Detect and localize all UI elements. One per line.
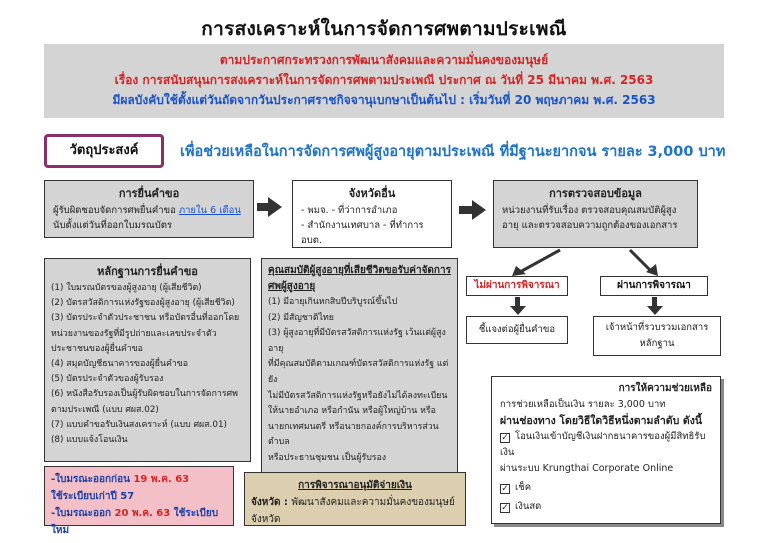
header-line-1: ตามประกาศกระทรวงการพัฒนาสังคมและความมั่น… bbox=[219, 53, 549, 67]
fail-note: ชี้แจงต่อผู้ยื่นคำขอ bbox=[466, 316, 568, 344]
header-line-2: เรื่อง การสนับสนุนการสงเคราะห์ในการจัดกา… bbox=[114, 73, 654, 87]
evidence-item: (4) สมุดบัญชีธนาคารของผู้ยื่นคำขอ bbox=[51, 359, 189, 370]
evidence-box: หลักฐานการยื่นคำขอ (1) ใบมรณบัตรของผู้สู… bbox=[44, 258, 251, 462]
option-transfer-detail: ผ่านระบบ Krungthai Corporate Online bbox=[500, 463, 674, 474]
qualification-item: ให้นายอำเภอ หรือกำนัน หรือผู้ใหญ่บ้าน หร… bbox=[268, 406, 436, 417]
checkbox-checked-icon: ✓ bbox=[500, 503, 510, 513]
arrow-head-icon bbox=[512, 266, 526, 276]
qualification-item: ไม่มีบัตรสวัสดิการแห่งรัฐหรือยังไม่ได้ลง… bbox=[268, 390, 448, 401]
arrow-right-icon bbox=[472, 200, 486, 220]
deadline-text: ใช้ระเบียบใหม่ bbox=[51, 508, 219, 536]
qualification-item: (3) ผู้สูงอายุที่มีบัตรสวัสดิการแห่งรัฐ … bbox=[268, 328, 446, 354]
evidence-item: (5) บัตรประจำตัวของผู้รับรอง bbox=[51, 374, 164, 385]
objective-label: วัตถุประสงค์ bbox=[44, 134, 164, 168]
qualification-box: คุณสมบัติผู้สูงอายุที่เสียชีวิตขอรับค่าจ… bbox=[261, 258, 458, 474]
deadline-text: -ใบมรณะออก bbox=[51, 508, 115, 519]
option-cash-text: เงินสด bbox=[515, 501, 542, 512]
evidence-item: (8) แบบแจ้งโอนเงิน bbox=[51, 435, 128, 446]
evidence-item: หน่วยงานของรัฐที่มีรูปถ่ายและเลขประจำตัว bbox=[51, 328, 217, 339]
province-item-2: - สำนักงานเทศบาล - ที่ทำการ อบต. bbox=[301, 220, 424, 246]
down-arrow-icon bbox=[510, 297, 526, 315]
verify-body: หน่วยงานที่รับเรื่อง ตรวจสอบคุณสมบัติผู้… bbox=[502, 205, 678, 231]
verify-heading: การตรวจสอบข้อมูล bbox=[549, 187, 642, 200]
branch-arrows bbox=[512, 248, 658, 276]
assistance-box: การให้ความช่วยเหลือ การช่วยเหลือเป็นเงิน… bbox=[491, 376, 721, 524]
qualification-item: (2) มีสัญชาติไทย bbox=[268, 312, 334, 323]
qualification-item: ที่มีคุณสมบัติตามเกณฑ์บัตรสวัสดิการแห่งร… bbox=[268, 359, 449, 385]
option-cheque-text: เช็ค bbox=[515, 482, 532, 493]
pass-status-box: ผ่านการพิจารณา bbox=[600, 276, 708, 296]
approval-label: จังหวัด : bbox=[251, 497, 292, 508]
checkbox-checked-icon: ✓ bbox=[500, 484, 510, 494]
deadline-box: -ใบมรณะออกก่อน 19 พ.ค. 63 ใช้ระเบียบเก่า… bbox=[44, 466, 234, 536]
evidence-item: ประชาชนของผู้ยื่นคำขอ bbox=[51, 343, 143, 354]
arrow-head-icon bbox=[646, 264, 658, 276]
evidence-item: (3) บัตรประจำตัวประชาชน หรือบัตรอื่นที่อ… bbox=[51, 313, 240, 324]
evidence-item: (7) แบบคำขอรับเงินสงเคราะห์ (แบบ ศผส.01) bbox=[51, 419, 227, 430]
approval-heading: การพิจารณาอนุมัติจ่ายเงิน bbox=[298, 480, 412, 491]
option-cheque: ✓ เช็ค bbox=[500, 480, 712, 496]
arrow-stem bbox=[257, 203, 269, 211]
checkbox-checked-icon: ✓ bbox=[500, 433, 510, 443]
qualification-item: นายกเทศมนตรี หรือนายกองค์การบริหารส่วนตำ… bbox=[268, 421, 439, 448]
evidence-item: ตามประเพณี (แบบ ศผส.02) bbox=[51, 404, 159, 415]
deadline-date: 20 พ.ค. 63 bbox=[114, 508, 171, 519]
apply-box: การยื่นคำขอ ผู้รับผิดชอบจัดการศพยื่นคำขอ… bbox=[44, 180, 254, 238]
branch-arrow-pass bbox=[628, 248, 654, 274]
apply-body: ผู้รับผิดชอบจัดการศพยื่นคำขอ ภายใน 6 เดื… bbox=[53, 203, 245, 233]
evidence-heading: หลักฐานการยื่นคำขอ bbox=[97, 265, 198, 278]
assistance-channels: ผ่านช่องทาง โดยวิธีใดวิธีหนึ่งตามลำดับ ด… bbox=[500, 415, 703, 427]
approval-box: การพิจารณาอนุมัติจ่ายเงิน จังหวัด : พัฒน… bbox=[244, 472, 466, 526]
arrow-right-icon bbox=[268, 197, 282, 217]
deadline-line-3: -ใบมรณะออก 20 พ.ค. 63 ใช้ระเบียบใหม่ bbox=[51, 505, 227, 539]
fail-status-box: ไม่ผ่านการพิจารณา bbox=[466, 276, 568, 296]
deadline-text: -ใบมรณะออกก่อน bbox=[51, 474, 134, 485]
province-box: จังหวัดอื่น - พมจ. - ที่ว่าการอำเภอ - สำ… bbox=[292, 180, 452, 248]
apply-body-text-2: นับตั้งแต่วันที่ออกใบมรณบัตร bbox=[53, 220, 173, 231]
pass-note: เจ้าหน้าที่รวบรวมเอกสาร หลักฐาน bbox=[593, 316, 721, 356]
province-item-1: - พมจ. - ที่ว่าการอำเภอ bbox=[301, 205, 398, 216]
evidence-item: (6) หนังสือรับรองเป็นผู้รับผิดชอบในการจั… bbox=[51, 389, 238, 400]
verify-box: การตรวจสอบข้อมูล หน่วยงานที่รับเรื่อง ตร… bbox=[493, 180, 698, 248]
page-title: การสงเคราะห์ในการจัดการศพตามประเพณี bbox=[201, 18, 567, 40]
apply-deadline-link[interactable]: ภายใน 6 เดือน bbox=[178, 205, 241, 216]
qualification-item: หรือประธานชุมชน เป็นผู้รับรอง bbox=[268, 452, 387, 463]
qualification-heading: คุณสมบัติผู้สูงอายุที่เสียชีวิตขอรับค่าจ… bbox=[268, 265, 451, 292]
option-cash: ✓ เงินสด bbox=[500, 499, 712, 515]
apply-heading: การยื่นคำขอ bbox=[118, 187, 180, 200]
option-transfer-text: โอนเงินเข้าบัญชีเงินฝากธนาคารของผู้มีสิท… bbox=[500, 431, 706, 458]
province-heading: จังหวัดอื่น bbox=[348, 187, 396, 200]
evidence-item: (1) ใบมรณบัตรของผู้สูงอายุ (ผู้เสียชีวิต… bbox=[51, 283, 202, 293]
objective-text: เพื่อช่วยเหลือในการจัดการศพผู้สูงอายุตาม… bbox=[180, 144, 726, 160]
deadline-line-2: ใช้ระเบียบเก่าปี 57 bbox=[51, 491, 135, 502]
pass-note-line-2: หลักฐาน bbox=[639, 338, 675, 349]
approval-text: พัฒนาสังคมและความมั่นคงของมนุษย์จังหวัด bbox=[251, 497, 455, 525]
header-line-3: มีผลบังคับใช้ตั้งแต่วันถัดจากวันประกาศรา… bbox=[112, 93, 656, 107]
option-transfer: ✓โอนเงินเข้าบัญชีเงินฝากธนาคารของผู้มีสิ… bbox=[500, 429, 712, 461]
assistance-amount: การช่วยเหลือเป็นเงิน รายละ 3,000 บาท bbox=[500, 399, 666, 410]
assistance-heading: การให้ความช่วยเหลือ bbox=[618, 383, 712, 394]
arrow-stem bbox=[459, 206, 473, 214]
pass-note-line-1: เจ้าหน้าที่รวบรวมเอกสาร bbox=[605, 322, 709, 333]
deadline-line-1: -ใบมรณะออกก่อน 19 พ.ค. 63 bbox=[51, 471, 227, 488]
announcement-header: ตามประกาศกระทรวงการพัฒนาสังคมและความมั่น… bbox=[44, 44, 724, 118]
branch-arrow-fail bbox=[519, 248, 561, 274]
evidence-item: (2) บัตรสวัสดิการแห่งรัฐของผู้สูงอายุ (ผ… bbox=[51, 298, 235, 309]
qualification-item: (1) มีอายุเกินหกสิบปีบริบูรณ์ขึ้นไป bbox=[268, 297, 398, 307]
down-arrow-icon bbox=[647, 297, 663, 315]
approval-body: จังหวัด : พัฒนาสังคมและความมั่นคงของมนุษ… bbox=[251, 494, 459, 528]
apply-body-text: ผู้รับผิดชอบจัดการศพยื่นคำขอ bbox=[53, 205, 179, 216]
deadline-date: 19 พ.ค. 63 bbox=[133, 474, 190, 485]
